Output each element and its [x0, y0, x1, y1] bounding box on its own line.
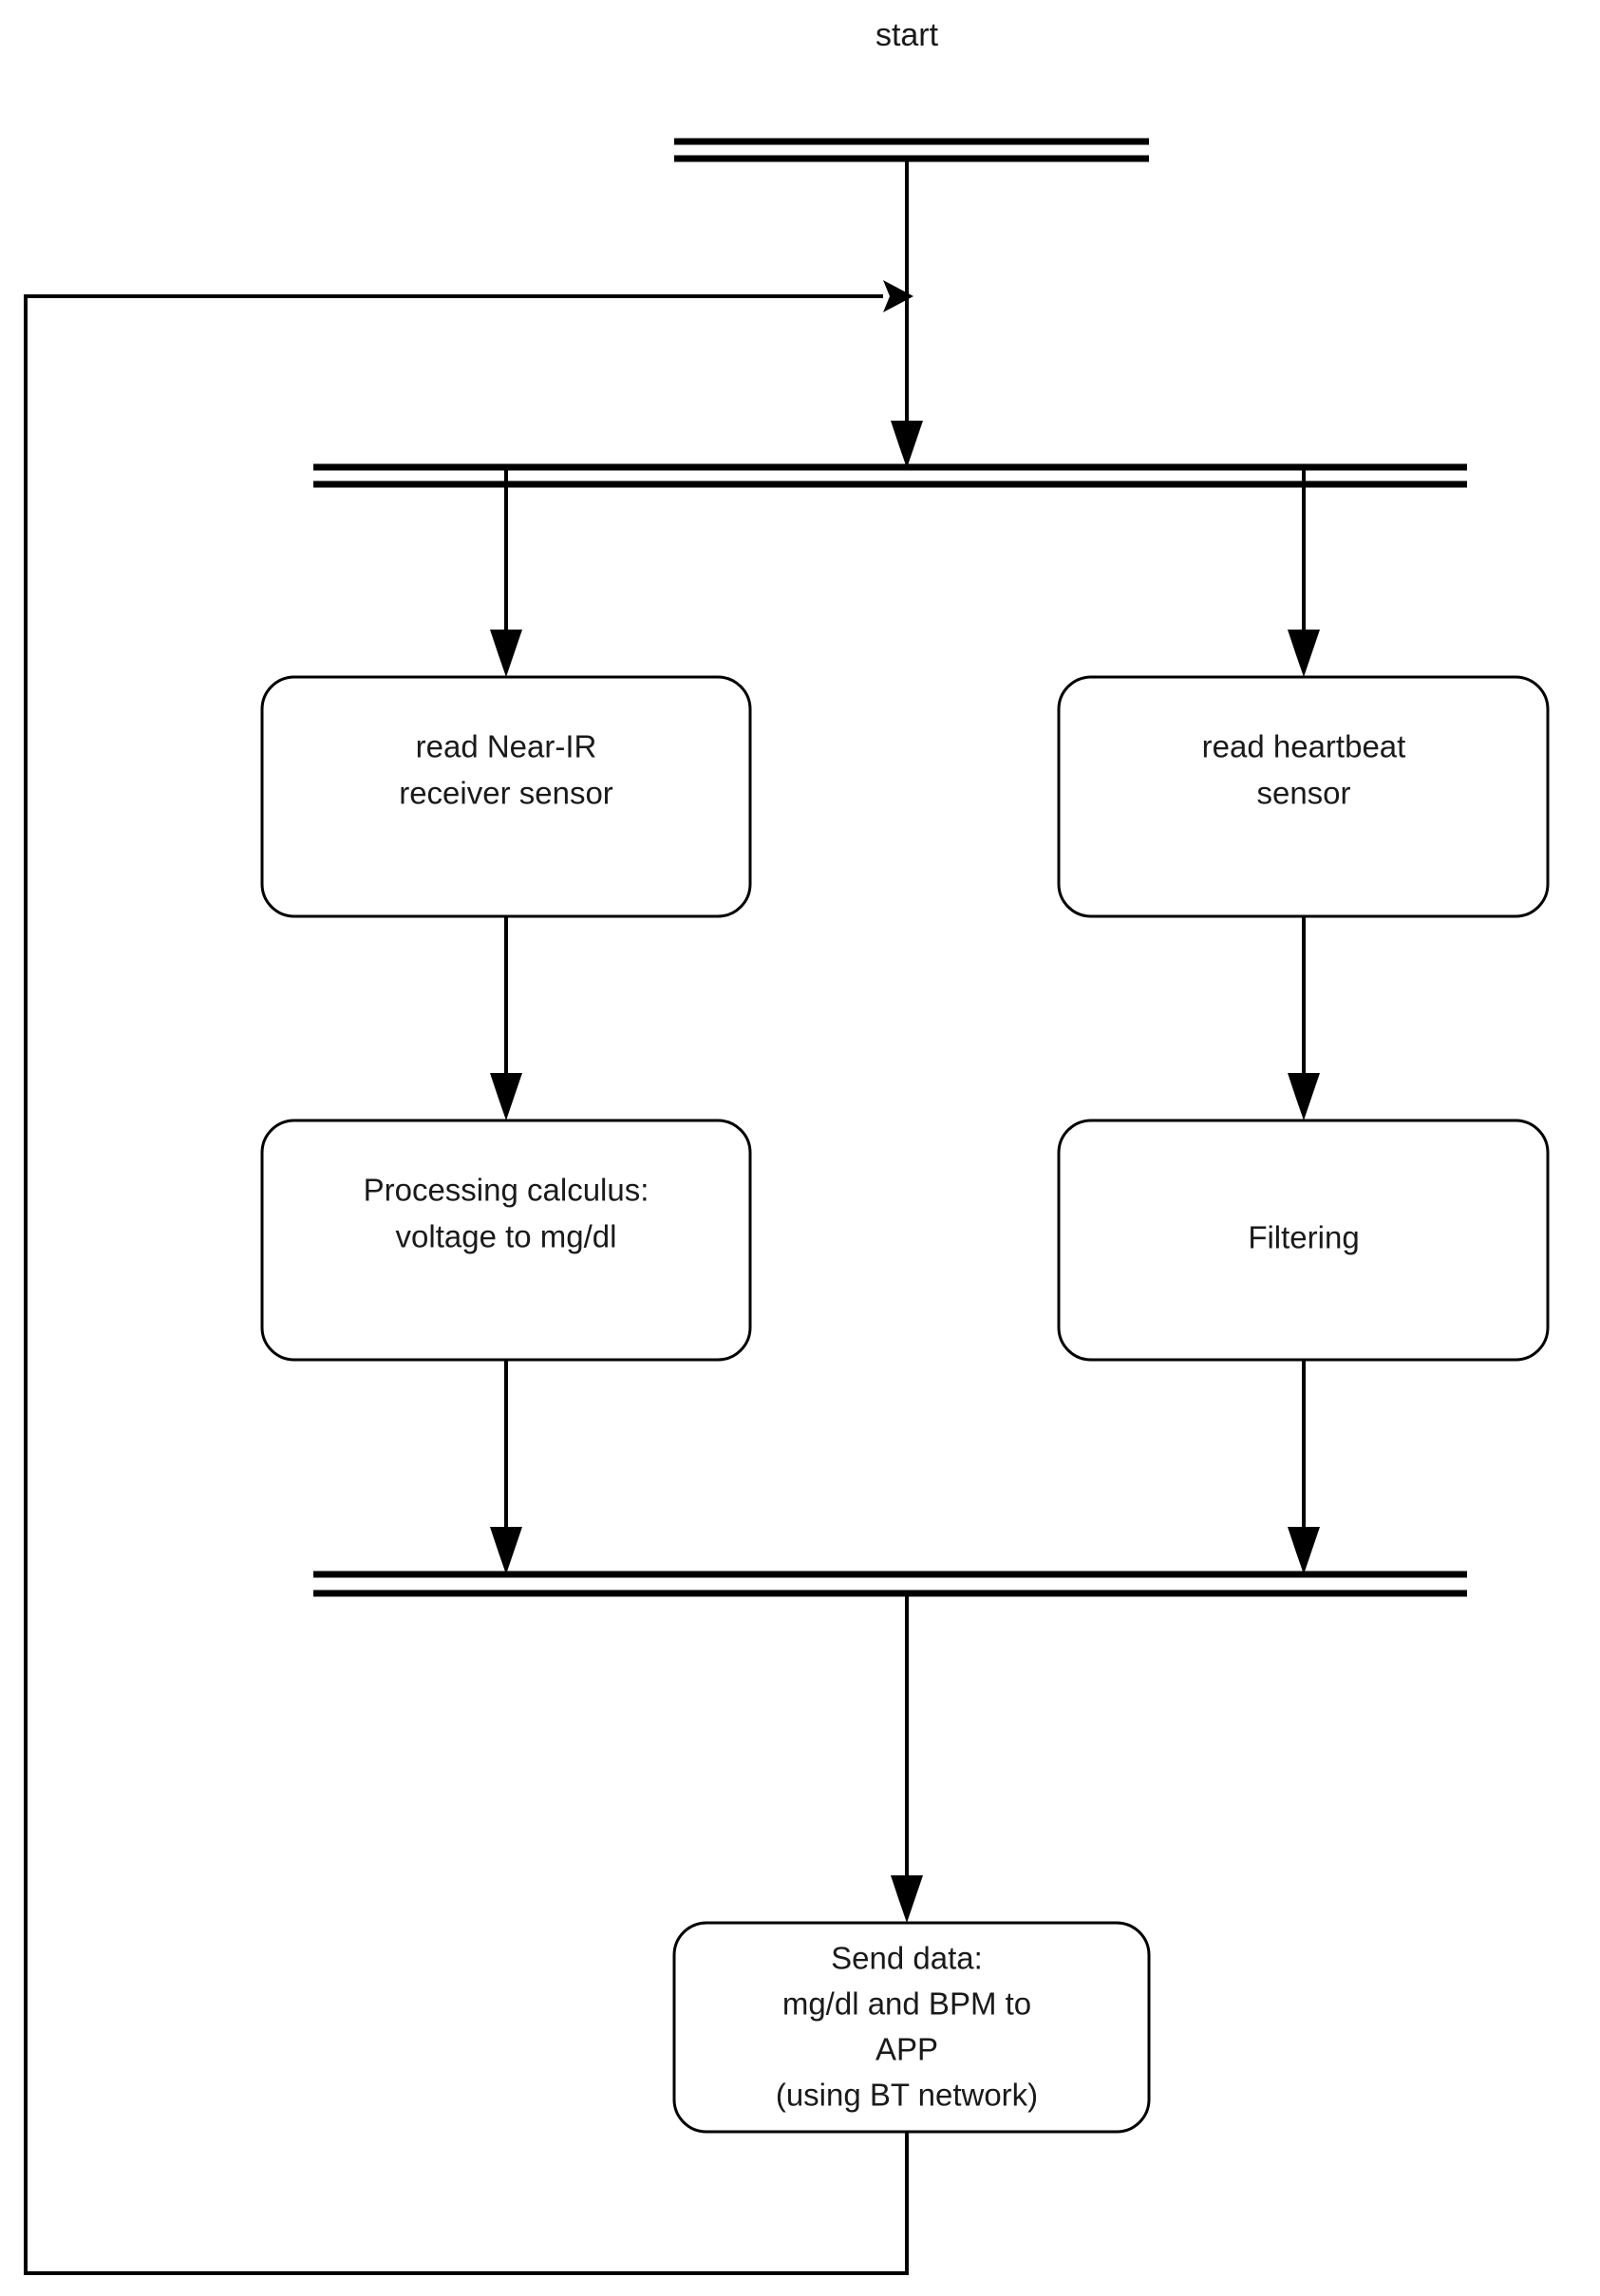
node-send-data-line-2: mg/dl and BPM to — [782, 1986, 1031, 2022]
edge-heartbeat-to-filtering — [1288, 916, 1320, 1120]
edge-fork-to-near-ir-arrowhead-icon — [490, 630, 522, 677]
node-send-data-line-3: APP — [875, 2032, 938, 2067]
edge-fork-to-heartbeat — [1288, 467, 1320, 677]
node-read-near-ir-line-1: read Near-IR — [416, 729, 597, 764]
edge-filtering-to-join-arrowhead-icon — [1288, 1527, 1320, 1574]
node-processing-calculus[interactable]: Processing calculus: voltage to mg/dl — [260, 1119, 752, 1362]
join-bar — [313, 1571, 1467, 1597]
fork-entry-arrowhead-icon — [891, 421, 923, 468]
fork-bar — [313, 463, 1467, 488]
edge-fork-to-near-ir — [490, 467, 522, 677]
node-processing-calculus-line-1: Processing calculus: — [364, 1173, 649, 1208]
edge-near-ir-to-processing — [490, 916, 522, 1120]
node-read-near-ir-line-2: receiver sensor — [399, 776, 613, 811]
edge-near-ir-to-processing-arrowhead-icon — [490, 1073, 522, 1120]
edge-join-to-send-data — [891, 1593, 923, 1923]
node-processing-calculus-line-2: voltage to mg/dl — [396, 1219, 617, 1254]
loopback-arrowhead-icon — [883, 280, 913, 312]
loopback-path — [24, 294, 909, 2275]
node-send-data-line-1: Send data: — [831, 1941, 983, 1976]
edge-processing-to-join-arrowhead-icon — [490, 1527, 522, 1574]
node-read-heartbeat[interactable]: read heartbeat sensor — [1057, 675, 1550, 918]
edge-processing-to-join — [490, 1360, 522, 1574]
edge-heartbeat-to-filtering-arrowhead-icon — [1288, 1073, 1320, 1120]
node-send-data-line-4: (using BT network) — [776, 2078, 1038, 2113]
node-send-data-shape[interactable] — [672, 1921, 1151, 2134]
node-read-heartbeat-line-1: read heartbeat — [1202, 729, 1406, 764]
node-filtering-line-1: Filtering — [1248, 1220, 1359, 1255]
edge-filtering-to-join — [1288, 1360, 1320, 1574]
edge-fork-to-heartbeat-arrowhead-icon — [1288, 630, 1320, 677]
edge-join-to-send-data-arrowhead-icon — [891, 1875, 923, 1923]
node-send-data[interactable]: Send data: mg/dl and BPM to APP (using B… — [672, 1921, 1151, 2134]
node-read-heartbeat-line-2: sensor — [1256, 776, 1350, 811]
node-read-near-ir[interactable]: read Near-IR receiver sensor — [260, 675, 752, 918]
node-filtering[interactable]: Filtering — [1057, 1119, 1550, 1362]
start-bar — [674, 138, 1149, 162]
edge-loopback-into-main — [24, 280, 913, 2275]
start-label: start — [875, 17, 939, 53]
